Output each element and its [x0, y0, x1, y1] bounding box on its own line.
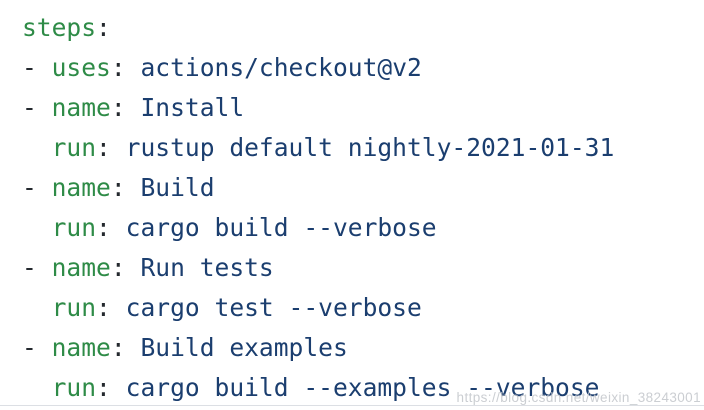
- code-token-punct: :: [110, 253, 126, 282]
- code-token-plain: [22, 133, 52, 162]
- code-line: run: cargo build --verbose: [22, 208, 614, 248]
- code-token-key: name: [51, 173, 111, 202]
- code-token-value: actions/checkout@v2: [125, 53, 422, 82]
- code-token-punct: :: [96, 133, 111, 162]
- code-token-value: Run tests: [125, 253, 274, 282]
- code-token-plain: [22, 293, 52, 322]
- code-token-punct: :: [110, 173, 126, 202]
- code-token-punct: -: [22, 173, 52, 202]
- code-token-punct: -: [22, 253, 52, 282]
- code-line: run: cargo test --verbose: [22, 288, 614, 328]
- code-token-key: run: [51, 373, 97, 402]
- code-token-punct: -: [22, 53, 52, 82]
- code-token-key: steps: [22, 13, 97, 42]
- code-token-punct: :: [96, 293, 111, 322]
- code-token-punct: :: [110, 93, 126, 122]
- code-token-key: name: [51, 93, 111, 122]
- code-line: - name: Run tests: [22, 248, 614, 288]
- code-token-value: cargo build --examples --verbose: [110, 373, 600, 402]
- code-content: steps:- uses: actions/checkout@v2- name:…: [22, 8, 614, 408]
- code-token-key: run: [51, 133, 97, 162]
- code-token-punct: -: [22, 333, 52, 362]
- code-line: run: cargo build --examples --verbose: [22, 368, 614, 408]
- code-token-punct: :: [96, 13, 111, 42]
- code-token-value: Build: [125, 173, 215, 202]
- code-token-value: cargo test --verbose: [110, 293, 422, 322]
- code-token-punct: :: [110, 333, 126, 362]
- divider: [0, 405, 704, 406]
- code-line: steps:: [22, 8, 614, 48]
- code-line: - name: Install: [22, 88, 614, 128]
- code-token-punct: -: [22, 93, 52, 122]
- code-token-punct: :: [110, 53, 126, 82]
- code-line: - name: Build: [22, 168, 614, 208]
- code-token-key: uses: [51, 53, 111, 82]
- code-line: run: rustup default nightly-2021-01-31: [22, 128, 615, 168]
- code-token-punct: :: [96, 213, 111, 242]
- code-token-value: cargo build --verbose: [110, 213, 437, 242]
- code-token-key: name: [51, 253, 111, 282]
- code-token-key: run: [51, 293, 97, 322]
- code-token-plain: [22, 213, 52, 242]
- code-token-key: run: [51, 213, 97, 242]
- code-line: - name: Build examples: [22, 328, 614, 368]
- code-token-value: Build examples: [125, 333, 348, 362]
- code-line: - uses: actions/checkout@v2: [22, 48, 614, 88]
- code-token-key: name: [51, 333, 111, 362]
- code-token-punct: :: [96, 373, 111, 402]
- code-token-value: rustup default nightly-2021-01-31: [110, 133, 615, 162]
- code-token-value: Install: [125, 93, 245, 122]
- code-token-plain: [22, 373, 52, 402]
